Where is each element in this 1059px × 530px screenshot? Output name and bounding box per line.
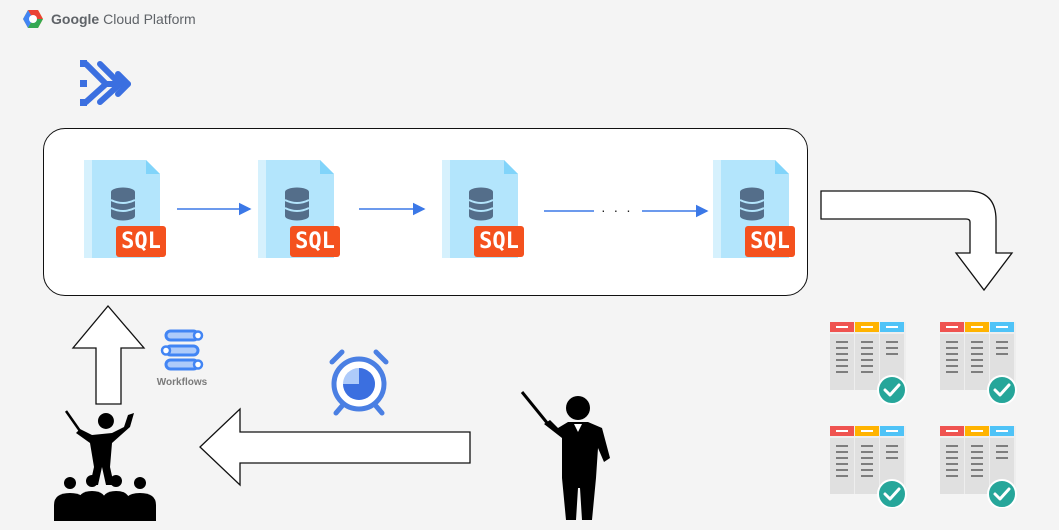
database-icon (468, 187, 494, 221)
sql-node-2: SQL (254, 158, 346, 258)
table-check-icon (938, 424, 1018, 508)
database-icon (284, 187, 310, 221)
pipeline-ellipsis: · · · (601, 202, 633, 218)
workflows-icon (160, 329, 204, 371)
table-check-icon (938, 322, 1018, 406)
table-check-icon (830, 424, 908, 508)
sql-node-4: SQL (709, 158, 801, 258)
sql-badge: SQL (474, 226, 524, 257)
conductor-icon (97, 413, 114, 429)
table-check-icon (830, 322, 908, 406)
sql-badge: SQL (290, 226, 340, 257)
scheduler-icon (329, 349, 389, 416)
database-icon (110, 187, 136, 221)
gcp-logo-icon (23, 10, 43, 28)
sql-node-3: SQL (438, 158, 530, 258)
workflows-label: Workflows (156, 377, 208, 388)
dataflow-icon (80, 60, 131, 106)
brand-product: Cloud Platform (103, 11, 196, 27)
sql-node-1: SQL (80, 158, 172, 258)
conductor-audience-icon (54, 410, 156, 521)
sql-badge: SQL (745, 226, 795, 257)
up-arrow (71, 304, 146, 405)
presenter-icon (520, 391, 610, 520)
left-arrow (199, 407, 471, 487)
gcp-brand: Google Cloud Platform (22, 8, 196, 30)
workflows-block: Workflows (152, 328, 212, 388)
output-tables (830, 322, 1018, 508)
sql-file-icon (84, 160, 160, 258)
output-bent-arrow (820, 190, 1014, 292)
database-icon (739, 187, 765, 221)
audience-icon (54, 475, 156, 521)
sql-badge: SQL (116, 226, 166, 257)
brand-google: Google (51, 11, 100, 27)
